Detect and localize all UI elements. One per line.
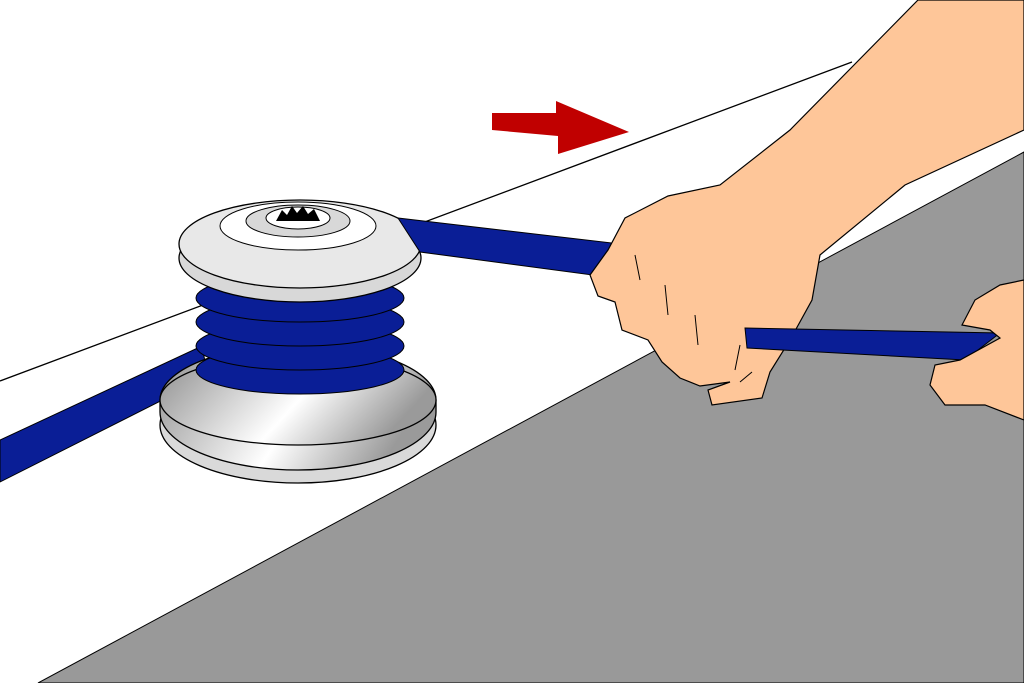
holding-hand <box>929 279 1024 421</box>
pulling-hand <box>589 0 1024 406</box>
finger-lines <box>634 254 753 383</box>
direction-arrow-icon <box>492 101 629 154</box>
winch-drum-top <box>178 199 422 303</box>
rope-tail <box>397 217 613 277</box>
winch-socket-icon <box>276 206 320 221</box>
